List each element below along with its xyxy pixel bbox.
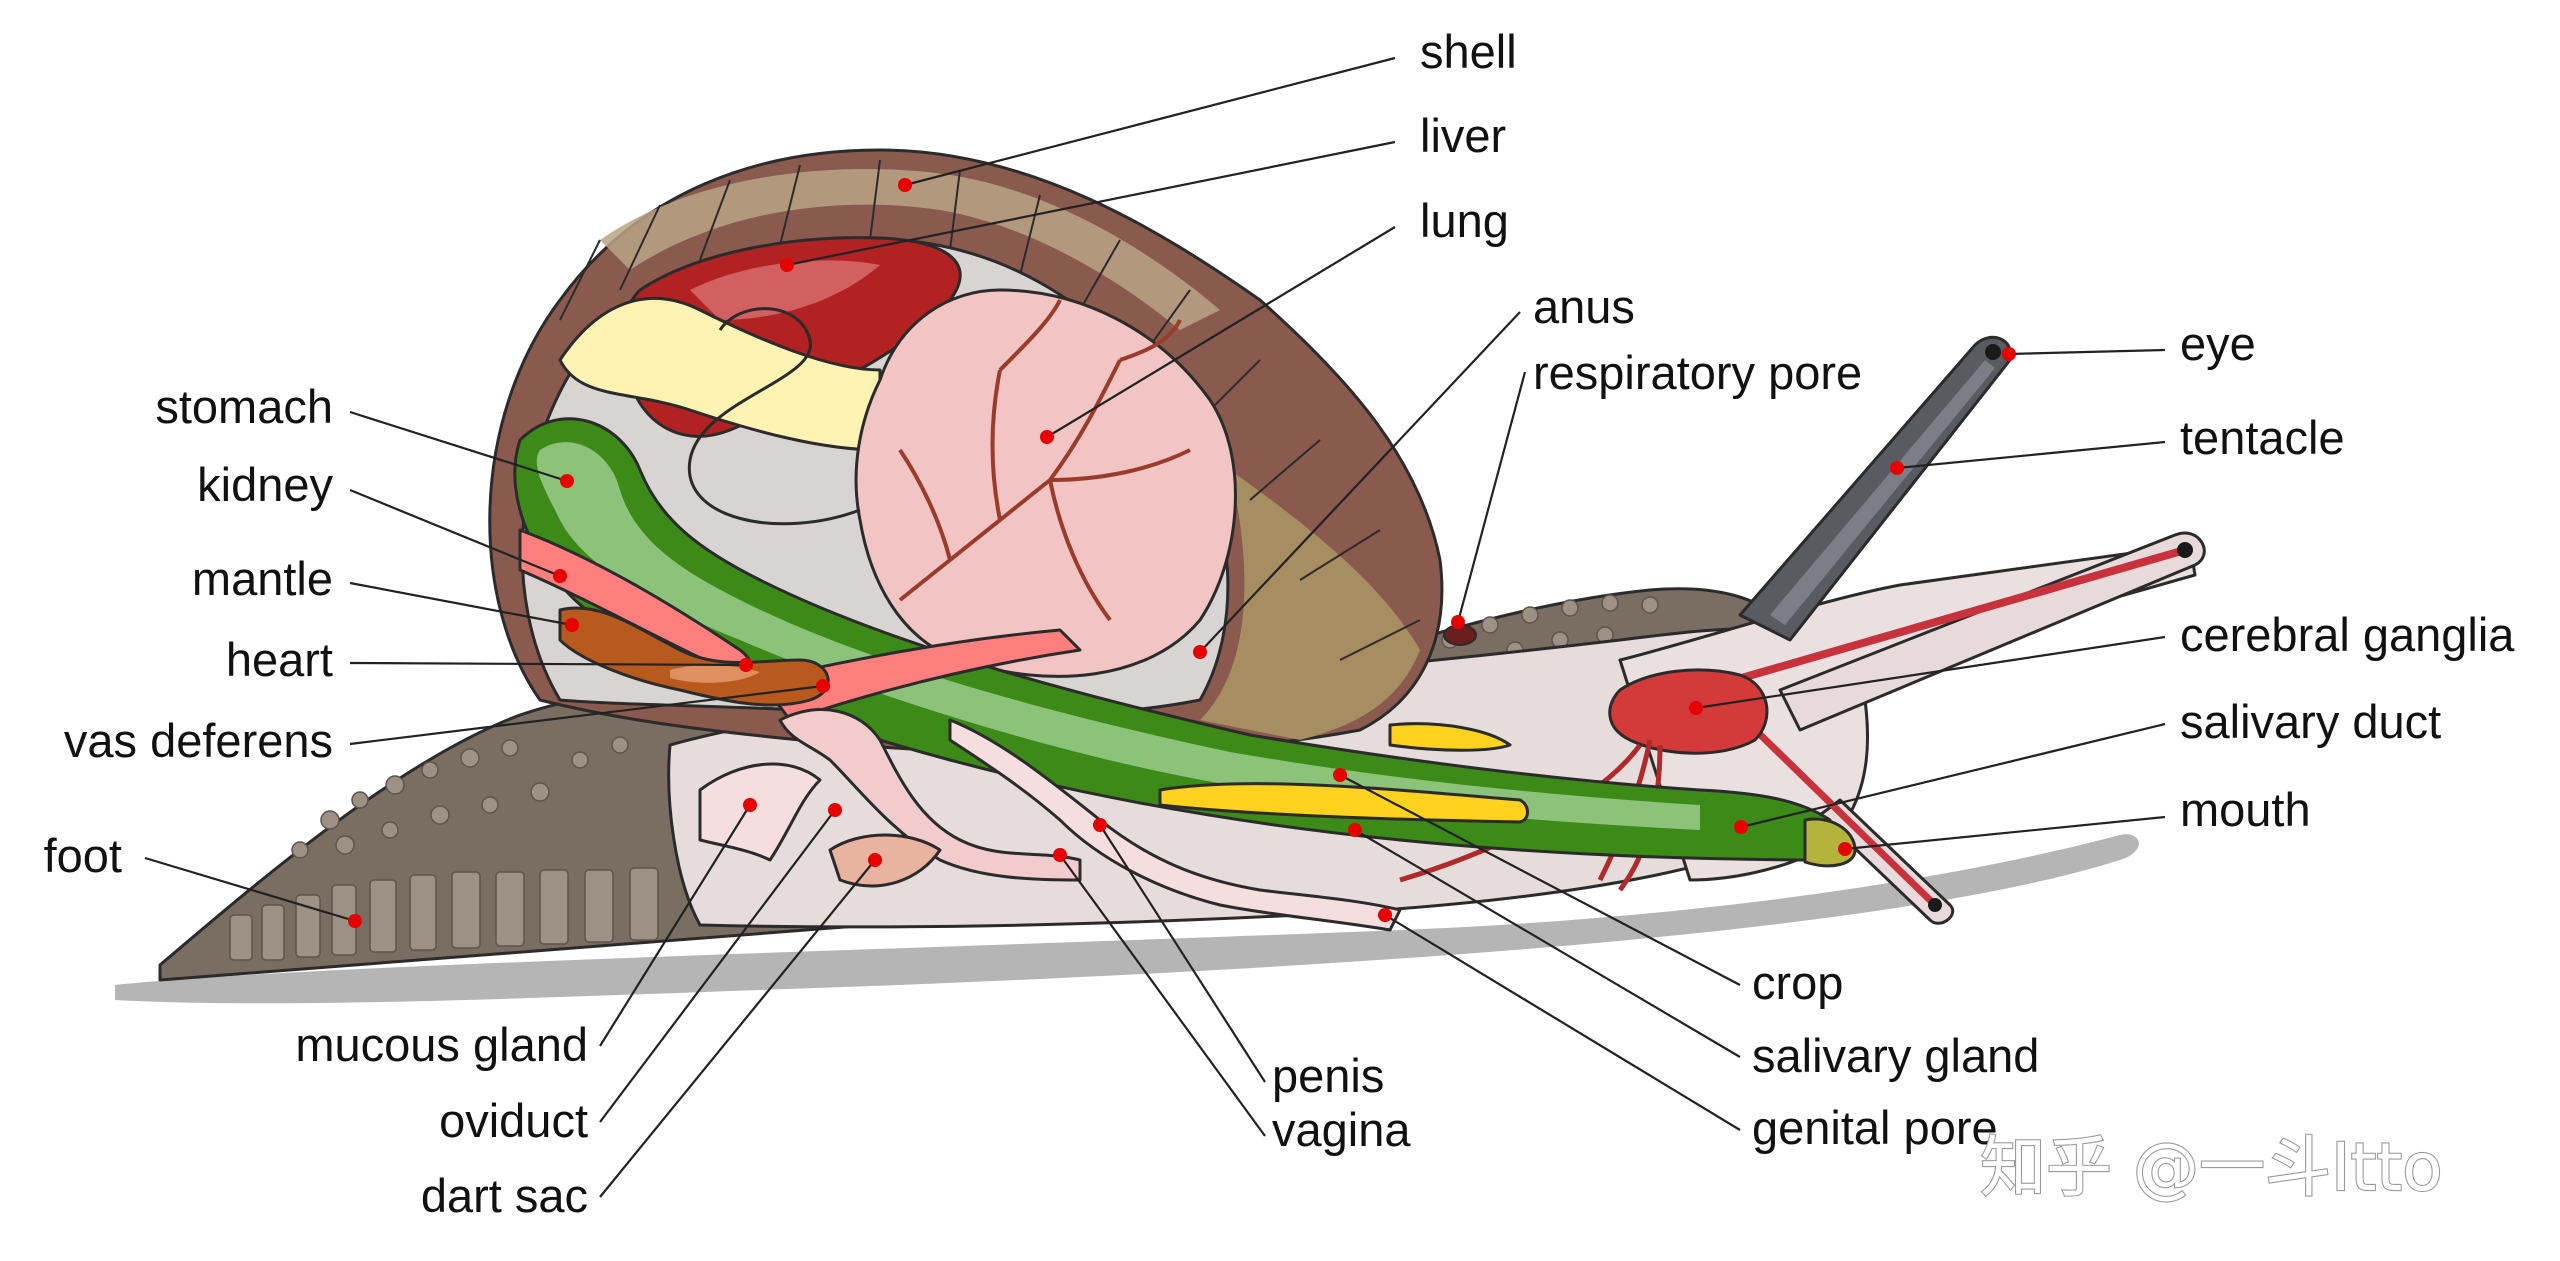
liver-highlight bbox=[690, 260, 880, 320]
label-eye: eye bbox=[2180, 317, 2256, 370]
label-lung: lung bbox=[1420, 194, 1509, 247]
label-liver: liver bbox=[1420, 109, 1506, 162]
cerebral-ganglia bbox=[1608, 668, 1769, 755]
ground-shadow bbox=[115, 834, 2139, 1004]
dot-penis bbox=[1093, 818, 1107, 832]
label-genital-pore: genital pore bbox=[1752, 1101, 1998, 1154]
lower-tentacle bbox=[1778, 531, 2206, 732]
label-stomach: stomach bbox=[155, 380, 333, 433]
salivary-gland-upper bbox=[1388, 722, 1512, 752]
dot-shell bbox=[898, 178, 912, 192]
dot-anus bbox=[1193, 645, 1207, 659]
labels: shell liver lung anus respiratory pore e… bbox=[1272, 25, 2515, 1156]
dot-mantle bbox=[565, 618, 579, 632]
shell-band-lower bbox=[1200, 470, 1420, 740]
tentacle-inner bbox=[1770, 360, 1995, 625]
label-mucous-gland: mucous gland bbox=[295, 1018, 588, 1071]
pointer-dots bbox=[348, 178, 2016, 928]
dot-lung bbox=[1040, 430, 1054, 444]
label-cerebral-ganglia: cerebral ganglia bbox=[2180, 608, 2515, 661]
shell-lines bbox=[559, 159, 1421, 661]
lung-vessels bbox=[898, 299, 1191, 622]
mantle-lower bbox=[758, 628, 1082, 722]
label-vas-deferens: vas deferens bbox=[64, 714, 333, 767]
labels-left: stomach kidney mantle heart vas deferens… bbox=[44, 380, 588, 1222]
oral-tentacle-nerve bbox=[1737, 712, 1938, 908]
dot-vagina bbox=[1053, 848, 1067, 862]
heart-highlight bbox=[670, 664, 760, 683]
leader-lines bbox=[144, 56, 2166, 1198]
foot-texture bbox=[229, 594, 1659, 961]
dot-stomach bbox=[560, 474, 574, 488]
label-foot: foot bbox=[44, 829, 122, 882]
label-respiratory-pore: respiratory pore bbox=[1533, 346, 1862, 399]
label-heart: heart bbox=[226, 633, 333, 686]
shell-bands bbox=[600, 168, 1220, 330]
label-oviduct: oviduct bbox=[439, 1094, 588, 1147]
label-mantle: mantle bbox=[192, 552, 333, 605]
dot-crop bbox=[1333, 768, 1347, 782]
watermark: 知乎 @一斗Itto bbox=[1980, 1129, 2443, 1206]
dot-mucous-gland bbox=[743, 798, 757, 812]
label-crop: crop bbox=[1752, 956, 1843, 1009]
salivary-gland bbox=[1158, 782, 1529, 824]
dot-liver bbox=[780, 258, 794, 272]
dot-respiratory-pore bbox=[1451, 615, 1465, 629]
dart-sac bbox=[828, 833, 942, 888]
label-kidney: kidney bbox=[197, 458, 333, 511]
dot-salivary-gland bbox=[1348, 823, 1362, 837]
dot-foot bbox=[348, 914, 362, 928]
dot-mouth bbox=[1838, 842, 1852, 856]
label-vagina: vagina bbox=[1272, 1103, 1411, 1156]
dot-cerebral-ganglia bbox=[1689, 701, 1703, 715]
dot-kidney bbox=[553, 569, 567, 583]
label-penis: penis bbox=[1272, 1049, 1384, 1102]
lower-tentacle-tip bbox=[2177, 542, 2193, 558]
crop-inner bbox=[536, 442, 1700, 830]
intestine-loop bbox=[687, 307, 861, 526]
dot-eye bbox=[2002, 347, 2016, 361]
dot-dart-sac bbox=[868, 853, 882, 867]
eye-spot bbox=[1985, 344, 2001, 360]
dot-heart bbox=[739, 658, 753, 672]
oral-tentacle-tip bbox=[1928, 898, 1942, 912]
heart bbox=[558, 606, 830, 707]
label-shell: shell bbox=[1420, 25, 1517, 78]
dot-tentacle bbox=[1890, 461, 1904, 475]
label-anus: anus bbox=[1533, 280, 1635, 333]
dot-genital-pore bbox=[1378, 908, 1392, 922]
label-salivary-duct: salivary duct bbox=[2180, 695, 2441, 748]
dot-oviduct bbox=[828, 803, 842, 817]
label-salivary-gland: salivary gland bbox=[1752, 1029, 2039, 1082]
lower-tentacle-nerve bbox=[1698, 546, 2187, 694]
label-tentacle: tentacle bbox=[2180, 411, 2345, 464]
oviduct bbox=[778, 708, 1082, 882]
dot-salivary-duct bbox=[1734, 820, 1748, 834]
label-dart-sac: dart sac bbox=[421, 1169, 588, 1222]
label-mouth: mouth bbox=[2180, 783, 2311, 836]
dot-vas-deferens bbox=[816, 679, 830, 693]
